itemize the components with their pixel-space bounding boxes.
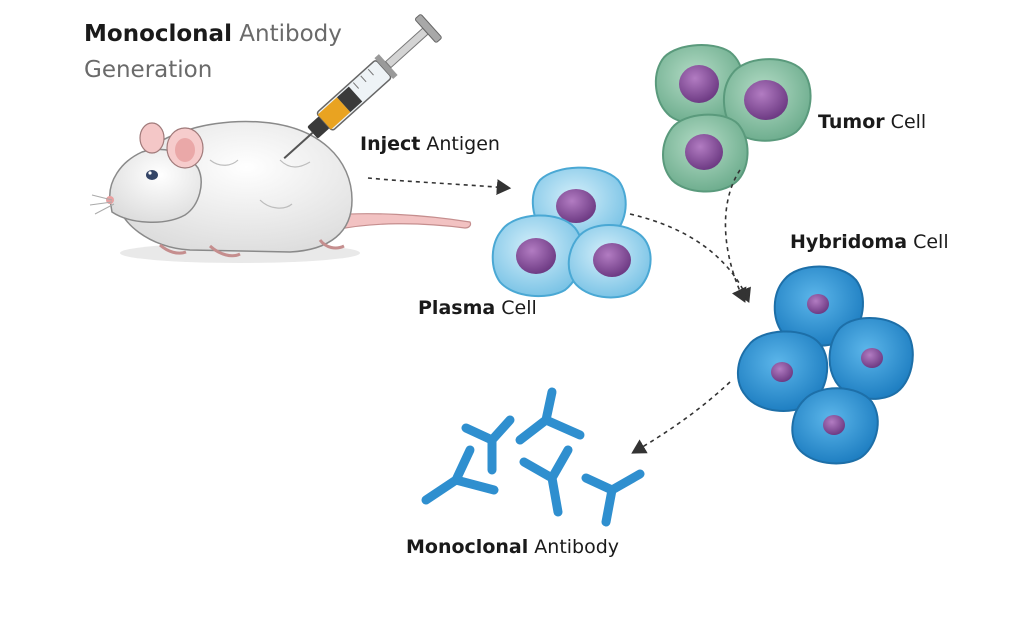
- inject-bold: Inject: [360, 133, 421, 155]
- arrow-plasma-to-hybridoma: [629, 213, 751, 303]
- plasma-cell: [567, 223, 652, 299]
- antibody: [515, 387, 585, 445]
- title-bold: Monoclonal: [84, 21, 232, 47]
- antibody: [519, 445, 573, 517]
- title-line2: Generation: [84, 57, 213, 83]
- antibody: [421, 445, 499, 505]
- tumor-cell: [654, 44, 745, 125]
- antibody: [581, 469, 645, 527]
- hybridoma-cell: [828, 317, 914, 400]
- tumor-light: Cell: [890, 111, 927, 133]
- syringe-icon: [283, 14, 442, 159]
- tumor-cell: [662, 113, 749, 193]
- antibody-light: Antibody: [534, 536, 620, 558]
- diagram-title-line2: Generation: [84, 54, 212, 86]
- hybridoma-cell-label: Hybridoma Cell: [790, 231, 949, 253]
- antibody-bold: Monoclonal: [406, 536, 529, 558]
- antibody: [461, 415, 515, 475]
- plasma-light: Cell: [501, 297, 537, 319]
- hybridoma-cell-icon: [737, 265, 914, 465]
- plasma-cell-icon: [491, 166, 652, 299]
- tumor-bold: Tumor: [818, 111, 885, 133]
- antibody-icon: [421, 387, 645, 527]
- plasma-cell: [491, 214, 584, 298]
- arrow-tumor-to-hybridoma: [724, 169, 747, 303]
- mouse-icon: [89, 120, 472, 263]
- hybridoma-light: Cell: [913, 231, 949, 253]
- hybridoma-cell: [737, 330, 829, 412]
- hybridoma-cell: [791, 387, 879, 465]
- arrow-hybridoma-to-antibody: [631, 381, 731, 454]
- diagram-title: Monoclonal Antibody: [84, 18, 342, 50]
- inject-antigen-label: Inject Antigen: [360, 133, 500, 155]
- inject-light: Antigen: [426, 133, 500, 155]
- hybridoma-bold: Hybridoma: [790, 231, 908, 253]
- tumor-cell-icon: [654, 44, 812, 193]
- monoclonal-antibody-label: Monoclonal Antibody: [406, 536, 619, 558]
- title-light: Antibody: [239, 21, 342, 47]
- arrow-inject-to-plasma: [367, 177, 512, 196]
- plasma-bold: Plasma: [418, 297, 496, 319]
- tumor-cell-label: Tumor Cell: [818, 111, 926, 133]
- plasma-cell-label: Plasma Cell: [418, 297, 537, 319]
- tumor-cell: [722, 58, 812, 142]
